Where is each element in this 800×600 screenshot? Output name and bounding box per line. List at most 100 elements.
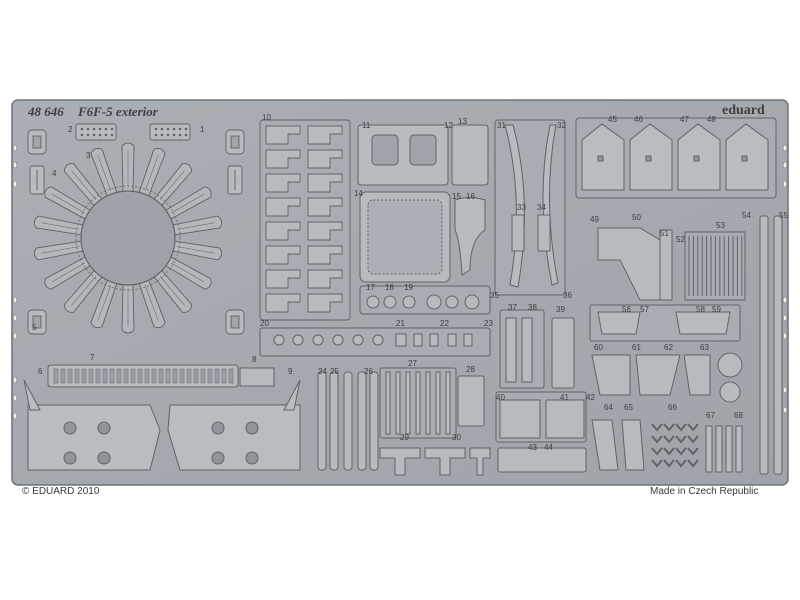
star-spoke: [33, 215, 85, 236]
strip-tooth: [193, 368, 199, 384]
part-number-45: 45: [608, 115, 617, 124]
part-number-30: 30: [452, 433, 461, 442]
part-number-47: 47: [680, 115, 689, 124]
part-number-41: 41: [560, 393, 569, 402]
star-spoke-shape: [33, 240, 85, 261]
strip-tooth: [172, 368, 178, 384]
bracket-piece: [307, 149, 343, 169]
star-spoke: [171, 240, 223, 261]
star-spoke: [153, 269, 193, 313]
part-number-60: 60: [594, 343, 603, 352]
star-spoke-shape: [171, 215, 223, 236]
star-spoke: [164, 256, 212, 290]
part-number-66: 66: [668, 403, 677, 412]
strip-tooth: [88, 368, 94, 384]
part-number-68: 68: [734, 411, 743, 420]
part-number-31: 31: [497, 121, 506, 130]
bracket-piece: [307, 269, 343, 289]
part-number-18: 18: [385, 283, 394, 292]
part-number-58: 58: [696, 305, 705, 314]
star-spoke: [164, 186, 212, 220]
part-number-38: 38: [528, 303, 537, 312]
part-number-33: 33: [517, 203, 526, 212]
panel-box-11-16: [357, 124, 489, 283]
part-number-11: 11: [362, 121, 371, 130]
star-spoke: [138, 278, 166, 329]
part-number-51: 51: [660, 229, 669, 238]
star-spoke-line: [97, 284, 112, 321]
strip-tooth: [144, 368, 150, 384]
ladder-rung: [385, 371, 391, 435]
part-number-61: 61: [632, 343, 641, 352]
chevron-mark: [687, 459, 699, 468]
star-spoke-line: [159, 276, 185, 306]
small-frame-dots: [80, 127, 188, 137]
bracket-piece: [265, 293, 301, 313]
bracket-piece: [307, 221, 343, 241]
bracket-piece: [307, 173, 343, 193]
bracket-piece: [265, 173, 301, 193]
sheet-code: 48 646: [28, 104, 64, 119]
part-number-62: 62: [664, 343, 673, 352]
star-spoke-line: [71, 170, 97, 200]
star-spoke-line: [51, 262, 85, 283]
chevrons-part-65: [651, 423, 699, 468]
star-spoke: [90, 147, 118, 198]
chevron-mark: [651, 423, 663, 432]
ladder-rung: [415, 371, 421, 435]
part-number-23: 23: [484, 319, 493, 328]
brackets-29-30: [379, 447, 491, 476]
rails-54-55: [759, 215, 783, 475]
strip-tooth: [186, 368, 192, 384]
part-number-10: 10: [262, 113, 271, 122]
part-28-box: [457, 375, 485, 427]
strip-tooth: [109, 368, 115, 384]
parts-63-68: [591, 419, 743, 473]
part-number-55: 55: [779, 211, 788, 220]
chevron-mark: [675, 435, 687, 444]
part-number-5: 5: [32, 323, 37, 332]
part-number-52: 52: [676, 235, 685, 244]
strip-tooth: [123, 368, 129, 384]
strip-tooth: [116, 368, 122, 384]
strip-tooth: [179, 368, 185, 384]
chevron-mark: [687, 423, 699, 432]
part-number-19: 19: [404, 283, 413, 292]
star-spoke: [44, 256, 92, 290]
part-number-28: 28: [466, 365, 475, 374]
strip-tooth: [165, 368, 171, 384]
star-spoke: [121, 142, 135, 193]
parts-56-59: [589, 304, 741, 342]
part-number-14: 14: [354, 189, 363, 198]
part-number-64: 64: [604, 403, 613, 412]
part-number-59: 59: [712, 305, 721, 314]
bracket-piece: [265, 221, 301, 241]
bracket-piece: [307, 125, 343, 145]
ladder-rung: [445, 371, 451, 435]
part-number-21: 21: [396, 319, 405, 328]
part-number-57: 57: [640, 305, 649, 314]
strip-tooth: [81, 368, 87, 384]
part-number-46: 46: [634, 115, 643, 124]
panel-hole: [693, 155, 700, 162]
panel-hole: [597, 155, 604, 162]
strip-tooth: [221, 368, 227, 384]
strip-tooth: [137, 368, 143, 384]
bracket-piece: [265, 125, 301, 145]
engine-star-part: [33, 142, 223, 334]
star-spoke-line: [41, 246, 79, 254]
chevron-mark: [663, 447, 675, 456]
part-number-1: 1: [200, 125, 205, 134]
bracket-piece: [307, 293, 343, 313]
part-number-42: 42: [586, 393, 595, 402]
bits-row-20-23: [259, 327, 491, 357]
star-spoke: [90, 278, 118, 329]
strip-tooth: [200, 368, 206, 384]
chevron-mark: [675, 423, 687, 432]
strip-tooth: [214, 368, 220, 384]
part-number-43: 43: [528, 443, 537, 452]
star-spoke: [121, 283, 135, 334]
sheet-title: F6F-5 exterior: [78, 104, 158, 119]
part-number-29: 29: [400, 433, 409, 442]
